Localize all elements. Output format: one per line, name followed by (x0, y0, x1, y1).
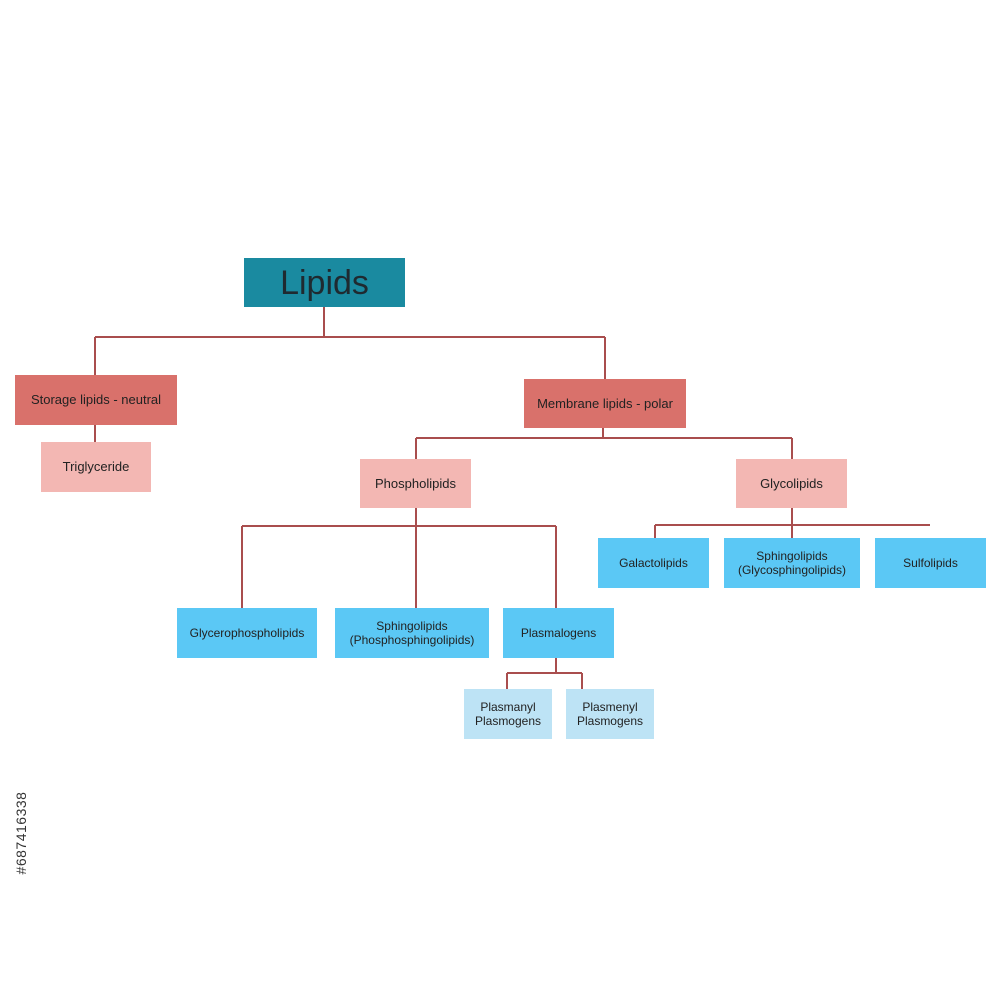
node-sulfolipids: Sulfolipids (875, 538, 986, 588)
node-plasmenyl-plasmogens: Plasmenyl Plasmogens (566, 689, 654, 739)
node-galactolipids: Galactolipids (598, 538, 709, 588)
node-storage-lipids: Storage lipids - neutral (15, 375, 177, 425)
node-membrane-lipids: Membrane lipids - polar (524, 379, 686, 428)
node-sphingolipids-phospho: Sphingolipids (Phosphosphingolipids) (335, 608, 489, 658)
node-sphingolipids-glyco: Sphingolipids (Glycosphingolipids) (724, 538, 860, 588)
stock-id-watermark: #687416338 (12, 765, 30, 900)
node-lipids: Lipids (244, 258, 405, 307)
node-glycerophospholipids: Glycerophospholipids (177, 608, 317, 658)
connector-lipids (94, 307, 606, 379)
connector-glycolipids (654, 508, 930, 538)
stock-id-text: #687416338 (13, 791, 29, 874)
node-phospholipids: Phospholipids (360, 459, 471, 508)
node-plasmanyl-plasmogens: Plasmanyl Plasmogens (464, 689, 552, 739)
node-glycolipids: Glycolipids (736, 459, 847, 508)
connector-membrane (415, 428, 793, 459)
node-plasmalogens: Plasmalogens (503, 608, 614, 658)
node-triglyceride: Triglyceride (41, 442, 151, 492)
connector-plasmalogens (506, 658, 583, 689)
connector-phospholipids (241, 508, 557, 608)
